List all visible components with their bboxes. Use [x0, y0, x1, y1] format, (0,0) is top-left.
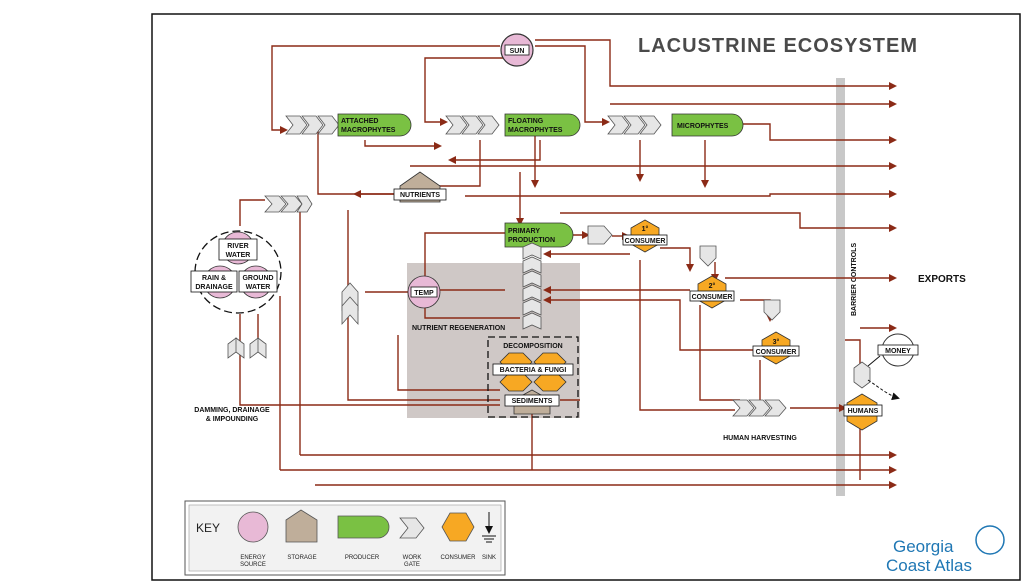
consumer-1-label: CONSUMER: [625, 238, 666, 245]
consumer-2: 2° CONSUMER: [689, 275, 735, 309]
inflow-work-gates: [264, 195, 313, 213]
gate-consumer-1-to-2: [699, 245, 717, 267]
gate-primary-to-consumer: [587, 225, 613, 245]
key-work-gate-swatch: [399, 517, 425, 539]
key-energy-source-label-1: ENERGY: [240, 555, 265, 561]
consumer-1-level: 1°: [642, 225, 649, 233]
key-consumer-label: CONSUMER: [440, 555, 476, 561]
human-harvesting-gates: [732, 399, 787, 417]
georgia-coast-atlas-logo: Georgia Coast Atlas: [886, 525, 1005, 575]
sun-energy-source: SUN: [500, 33, 534, 67]
consumer-3-level: 3°: [773, 338, 780, 346]
human-harvesting-label: HUMAN HARVESTING: [723, 435, 797, 442]
consumer-2-label: CONSUMER: [692, 294, 733, 301]
key-work-gate-label-1: WORK: [403, 555, 422, 561]
barrier-controls-bar: [836, 78, 845, 496]
temp-energy-source: TEMP: [407, 275, 441, 309]
key-producer-label: PRODUCER: [345, 555, 380, 561]
temp-label: TEMP: [414, 290, 434, 297]
sediments-label: SEDIMENTS: [512, 398, 553, 405]
energy-flows: [239, 39, 897, 489]
water-sources: RIVER WATER RAIN & DRAINAGE GROUND WATER: [190, 230, 282, 314]
key-storage-swatch: [285, 509, 318, 543]
key-consumer-swatch: [441, 512, 475, 542]
floating-macrophytes-label-2: MACROPHYTES: [508, 127, 563, 134]
key-sink-label: SINK: [482, 555, 496, 561]
sun-label: SUN: [510, 48, 525, 55]
ground-water-label-2: WATER: [246, 284, 271, 291]
decomposition-work-gates: [522, 242, 542, 330]
nutrients-label: NUTRIENTS: [400, 192, 440, 199]
ground-water-label-1: GROUND: [242, 275, 273, 282]
nutrients-storage: NUTRIENTS: [393, 171, 447, 203]
damming-label-1: DAMMING, DRAINAGE: [194, 407, 270, 414]
floating-macrophytes-producer: FLOATING MACROPHYTES: [504, 113, 581, 137]
consumer-3-label: CONSUMER: [756, 349, 797, 356]
damming-label-2: & IMPOUNDING: [206, 416, 259, 423]
rain-drainage-label-1: RAIN &: [202, 275, 226, 282]
primary-production-label-1: PRIMARY: [508, 228, 540, 235]
consumer-3: 3° CONSUMER: [752, 331, 800, 365]
nutrient-regeneration-label: NUTRIENT REGENERATION: [412, 325, 505, 332]
regeneration-work-gate: [341, 282, 359, 326]
river-water-label-1: RIVER: [227, 243, 248, 250]
barrier-controls-label: BARRIER CONTROLS: [851, 243, 858, 316]
key-storage-label: STORAGE: [287, 555, 316, 561]
key-energy-source-swatch: [237, 511, 269, 543]
gate-consumer-2-to-3: [763, 299, 781, 321]
decomposition-label: DECOMPOSITION: [503, 343, 563, 350]
consumer-1: 1° CONSUMER: [622, 219, 668, 253]
diagram-frame: [151, 13, 1021, 581]
money-label: MONEY: [885, 348, 911, 355]
primary-production-label-2: PRODUCTION: [508, 237, 555, 244]
logo-line-1: Georgia: [893, 537, 954, 556]
rain-drainage-label-2: DRAINAGE: [195, 284, 233, 291]
key-sink-swatch: [482, 512, 496, 543]
attached-macrophytes-label-2: MACROPHYTES: [341, 127, 396, 134]
microphytes-label: MICROPHYTES: [677, 123, 729, 130]
key-title: KEY: [196, 521, 220, 535]
decomposition-box: [487, 336, 579, 418]
primary-production-producer: PRIMARY PRODUCTION: [504, 222, 574, 248]
key-energy-source-label-2: SOURCE: [240, 562, 266, 568]
attached-macrophytes-label-1: ATTACHED: [341, 118, 378, 125]
page-title: LACUSTRINE ECOSYSTEM: [638, 35, 918, 57]
bacteria-fungi-label: BACTERIA & FUNGI: [500, 367, 567, 374]
attached-macrophytes-producer: ATTACHED MACROPHYTES: [337, 113, 412, 137]
sediments-storage: SEDIMENTS: [504, 389, 560, 415]
river-water-label-2: WATER: [226, 252, 251, 259]
key-panel: KEY ENERGY SOURCE STORAGE PRODUCER WORK …: [184, 500, 506, 576]
microphytes-producer: MICROPHYTES: [671, 113, 744, 137]
humans-work-gate: [853, 361, 871, 389]
consumer-2-level: 2°: [709, 282, 716, 290]
money-energy-source: MONEY: [877, 333, 919, 367]
microphyte-work-gates: [607, 115, 662, 135]
floating-work-gates: [445, 115, 500, 135]
humans-consumer: HUMANS: [843, 393, 883, 431]
attached-work-gates: [285, 115, 340, 135]
exports-label: EXPORTS: [918, 274, 966, 285]
humans-label: HUMANS: [848, 408, 879, 415]
key-work-gate-label-2: GATE: [404, 562, 420, 568]
damming-work-gates: [227, 337, 267, 359]
floating-macrophytes-label-1: FLOATING: [508, 118, 544, 125]
logo-line-2: Coast Atlas: [886, 556, 972, 575]
key-producer-swatch: [337, 515, 390, 539]
